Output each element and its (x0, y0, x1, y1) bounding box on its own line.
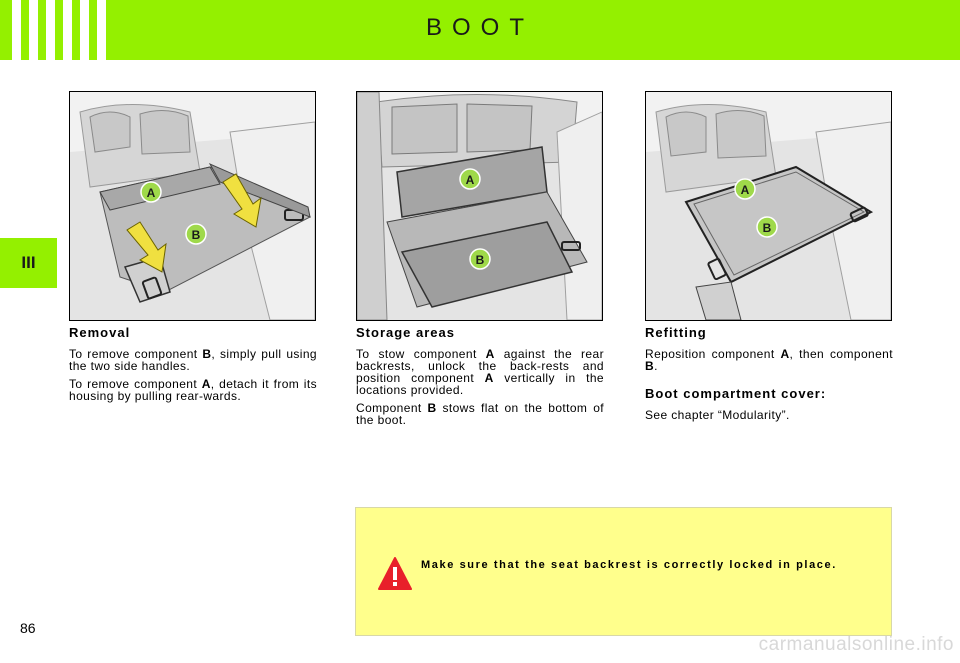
paragraph: Reposition component A, then component B… (645, 347, 893, 373)
svg-text:A: A (741, 183, 750, 197)
warning-icon (378, 557, 412, 590)
paragraph: To remove component A, detach it from it… (69, 377, 317, 403)
watermark: carmanualsonline.info (758, 634, 954, 655)
arrow-icon (222, 173, 262, 228)
svg-text:A: A (466, 173, 475, 187)
chapter-tab: III (0, 238, 57, 288)
callout-a: A (140, 181, 162, 203)
section-storage: Storage areas To stow component A agains… (356, 325, 604, 432)
svg-text:B: B (192, 228, 201, 242)
callout-b: B (469, 248, 491, 270)
paragraph: To stow component A against the rear bac… (356, 347, 604, 397)
figure-storage: A B (356, 91, 603, 321)
callout-b: B (756, 216, 778, 238)
callout-a: A (734, 178, 756, 200)
section-heading: Refitting (645, 325, 707, 340)
section-removal: Removal To remove component B, simply pu… (69, 325, 317, 408)
svg-text:B: B (763, 221, 772, 235)
chapter-tab-label: III (21, 253, 36, 272)
callout-b: B (185, 223, 207, 245)
page-number: 86 (20, 620, 36, 636)
section-heading-cover: Boot compartment cover: (645, 386, 827, 401)
page-header: BOOT (0, 0, 960, 60)
svg-text:B: B (476, 253, 485, 267)
section-heading: Storage areas (356, 325, 455, 340)
svg-text:A: A (147, 186, 156, 200)
figure-refitting: A B (645, 91, 892, 321)
callout-a: A (459, 168, 481, 190)
paragraph: To remove component B, simply pull using… (69, 347, 318, 373)
paragraph: Component B stows flat on the bottom of … (356, 401, 605, 427)
paragraph: See chapter “Modularity”. (645, 408, 790, 422)
page-title: BOOT (425, 14, 534, 41)
section-heading: Removal (69, 325, 131, 340)
arrow-icon (126, 221, 167, 273)
figure-removal: A B (69, 91, 316, 321)
warning-box: Make sure that the seat backrest is corr… (355, 507, 892, 636)
warning-text: Make sure that the seat backrest is corr… (421, 559, 837, 571)
section-refitting: Refitting Reposition component A, then c… (645, 325, 893, 427)
